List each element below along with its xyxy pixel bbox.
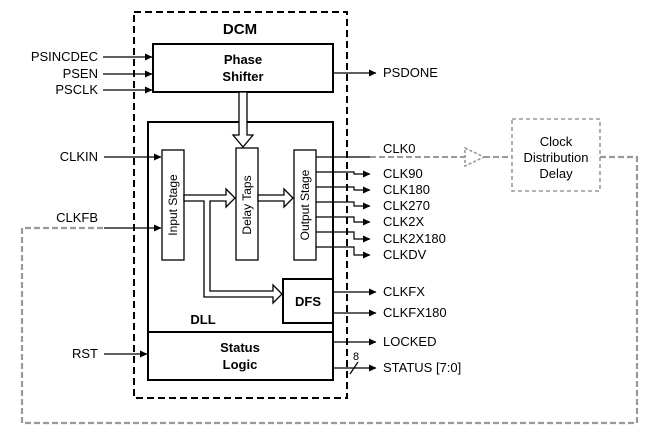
status-logic-label-1: Status [220,340,260,355]
dfs-block [282,278,334,324]
buffer-triangle-icon [464,146,486,168]
delay-taps-box [235,147,259,261]
clock-distribution-delay-block [511,118,601,192]
clk2x180-line [316,231,371,243]
input-stage-box [161,149,185,261]
locked-label: LOCKED [383,334,436,349]
status-logic-label-2: Logic [223,357,258,372]
clk0-label: CLK0 [383,141,416,156]
clk2x-label: CLK2X [383,214,425,229]
clk180-line [316,186,371,194]
clock-distribution-label-2: Distribution [523,150,588,165]
clkfx-label: CLKFX [383,284,425,299]
phase-shifter-label-2: Shifter [222,69,263,84]
clock-output-lines [316,156,371,259]
psincdec-label: PSINCDEC [31,49,98,64]
clk270-label: CLK270 [383,198,430,213]
clkdv-label: CLKDV [383,247,427,262]
clkfb-label: CLKFB [56,210,98,225]
clkfx180-label: CLKFX180 [383,305,447,320]
phase-to-delay-arrow [231,91,255,149]
clk270-line [316,201,371,210]
dcm-boundary [133,11,348,399]
clock-distribution-label-3: Delay [539,166,573,181]
psdone-label: PSDONE [383,65,438,80]
rst-label: RST [72,346,98,361]
clk90-label: CLK90 [383,166,423,181]
clk180-label: CLK180 [383,182,430,197]
clk2x180-label: CLK2X180 [383,231,446,246]
dfs-label: DFS [295,294,321,309]
input-stage-label: Input Stage [166,174,180,236]
dcm-title: DCM [223,21,257,38]
clk90-line [316,170,371,178]
clkin-label: CLKIN [60,149,98,164]
psen-label: PSEN [63,66,98,81]
feedback-loop-line [20,155,639,425]
bus-width-label: 8 [353,351,359,363]
delay-taps-label: Delay Taps [240,175,254,234]
clk2x-line [316,216,371,226]
dll-label: DLL [190,312,215,327]
psclk-label: PSCLK [55,82,98,97]
phase-shifter-block [152,43,334,93]
status-logic-block [147,331,334,381]
bus-slash-mark [349,361,359,375]
delay-to-output-arrow [257,187,294,209]
output-stage-label: Output Stage [298,169,312,240]
clock-distribution-label-1: Clock [540,134,573,149]
phase-shifter-label-1: Phase [224,52,262,67]
input-to-delay-dfs-arrow [183,187,283,305]
status-label: STATUS [7:0] [383,360,461,375]
clkdv-line [316,246,371,259]
output-stage-box [293,149,317,261]
